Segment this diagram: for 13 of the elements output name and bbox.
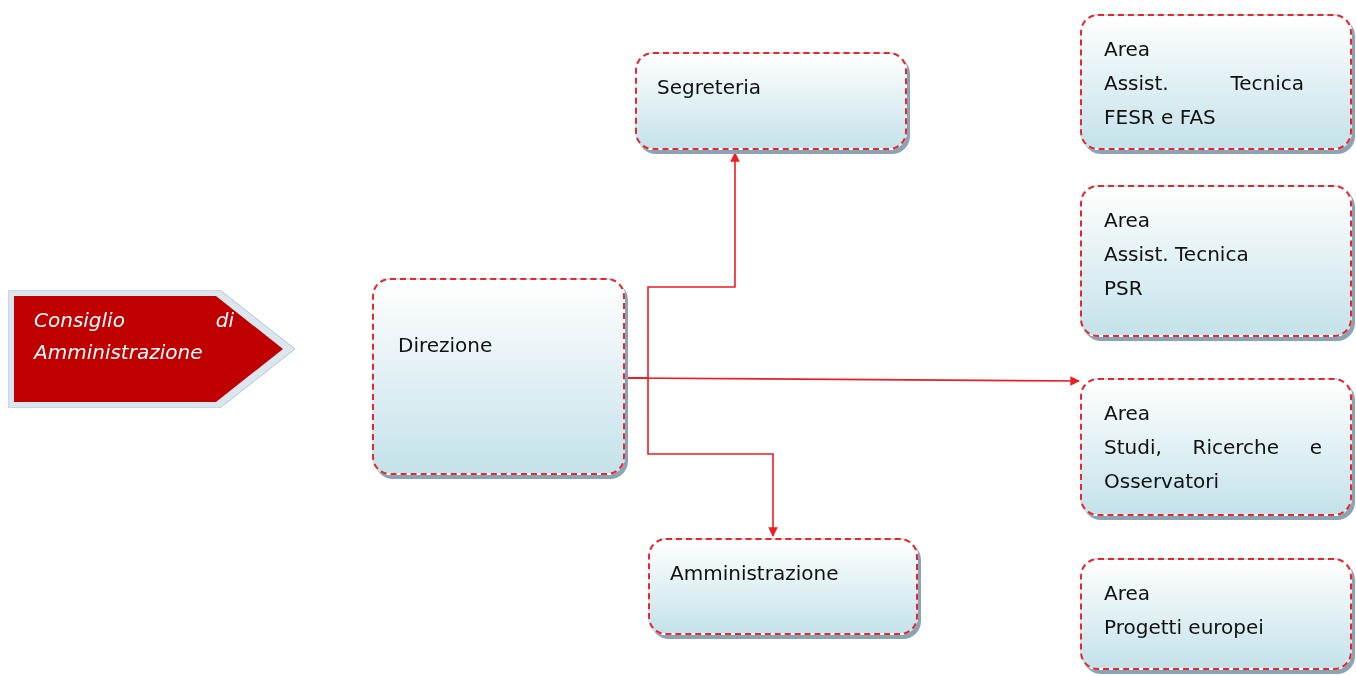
node-label: Area — [1104, 400, 1152, 427]
node-label: Assist. Tecnica PSR — [1104, 241, 1250, 302]
node-label: Area — [1104, 207, 1152, 234]
pentagon-arrow-shape — [8, 290, 295, 408]
node-label: Area — [1104, 580, 1152, 607]
node-label: Progetti europei — [1104, 614, 1265, 641]
node-label: Amministrazione — [670, 560, 840, 587]
node-label: Segreteria — [657, 74, 762, 101]
node-label: Area — [1104, 36, 1152, 63]
node-label: Direzione — [398, 332, 494, 359]
node-label: Assist. Tecnica FESR e FAS — [1104, 70, 1304, 131]
node-label: Consiglio di Amministrazione — [34, 307, 234, 366]
node-label: Studi, Ricerche e Osservatori — [1104, 434, 1322, 495]
